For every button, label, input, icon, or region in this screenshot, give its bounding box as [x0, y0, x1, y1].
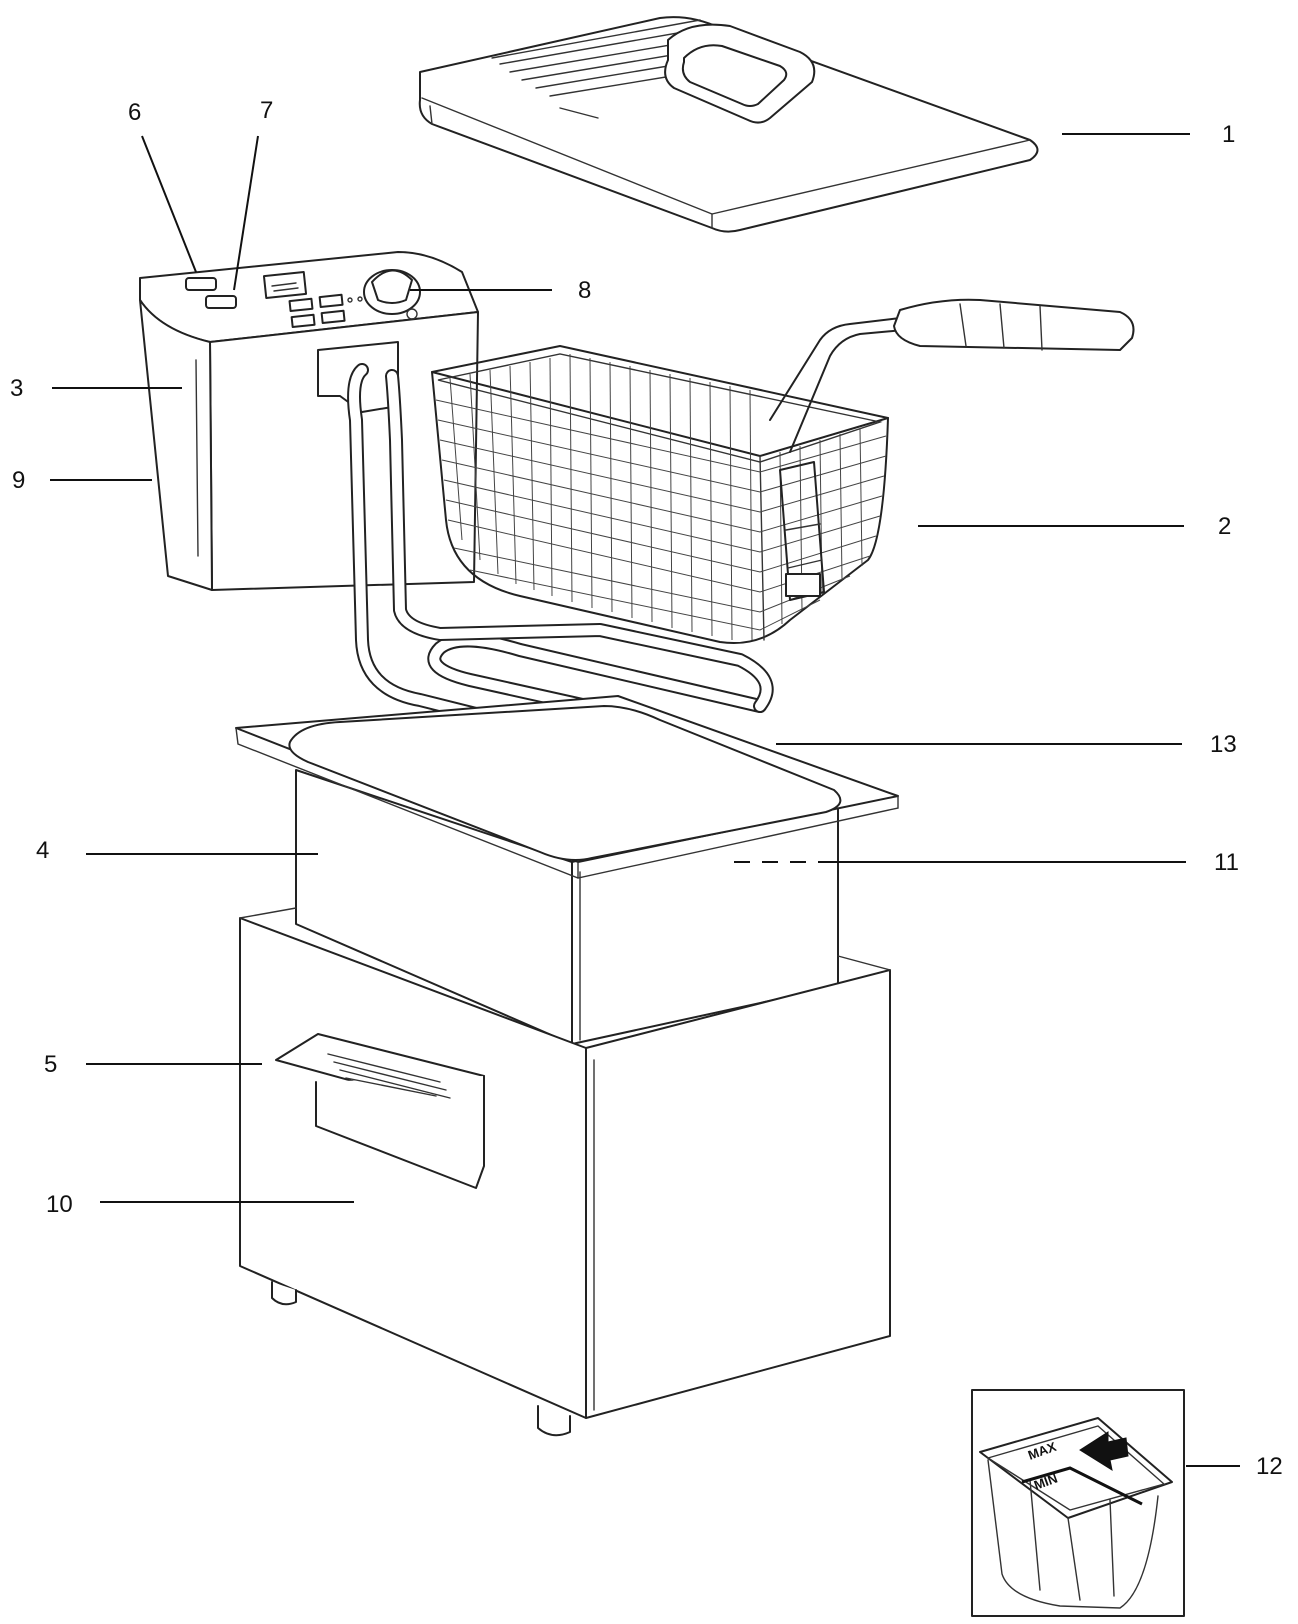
- lid: [418, 16, 1039, 233]
- label-1: 1: [1222, 121, 1235, 148]
- label-13: 13: [1210, 731, 1237, 758]
- max-min-inset: MAX MIN: [971, 1389, 1185, 1617]
- frying-bowl: [235, 695, 899, 1045]
- label-8: 8: [578, 277, 591, 304]
- label-9: 9: [12, 467, 25, 494]
- callout-labels: 1 2 3 4 5 6 7 8 9 10 11 12 13: [10, 97, 1283, 1480]
- basket: [431, 298, 1135, 644]
- leader-7: [233, 135, 259, 291]
- label-10: 10: [46, 1191, 73, 1218]
- label-2: 2: [1218, 513, 1231, 540]
- leader-lines: [50, 133, 1240, 1467]
- label-7: 7: [260, 97, 273, 124]
- label-6: 6: [128, 99, 141, 126]
- label-11: 11: [1214, 849, 1239, 876]
- control-unit: [139, 251, 479, 591]
- leader-6: [141, 135, 197, 273]
- label-3: 3: [10, 375, 23, 402]
- label-12: 12: [1256, 1453, 1283, 1480]
- housing: [239, 907, 891, 1437]
- label-5: 5: [44, 1051, 57, 1078]
- label-4: 4: [36, 837, 49, 864]
